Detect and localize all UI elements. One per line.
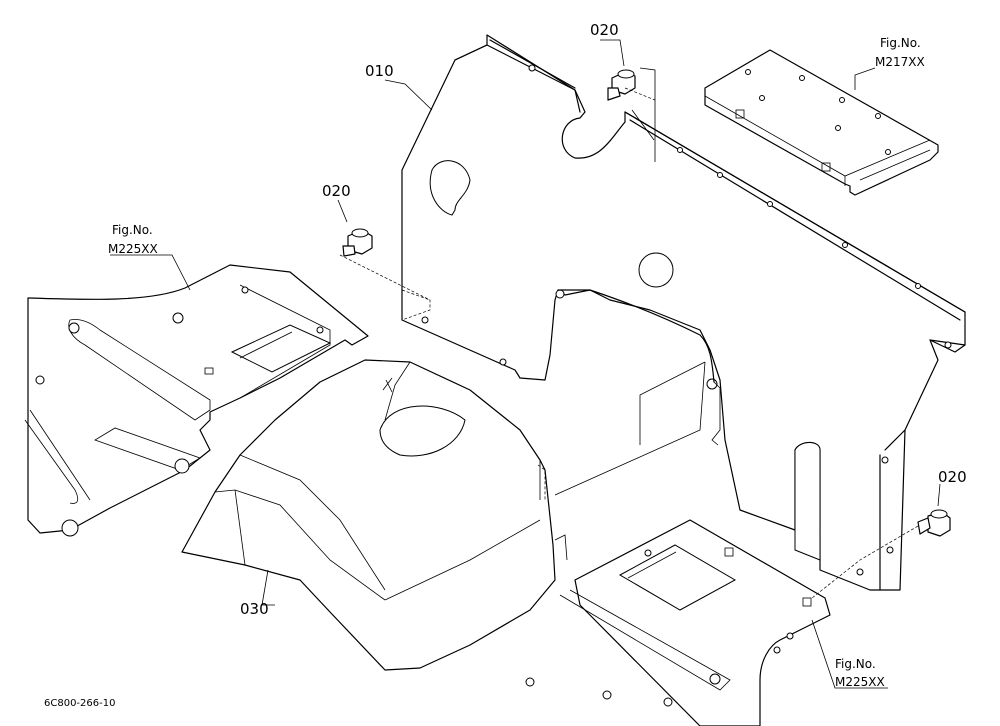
panel-010 (401, 34, 966, 591)
top-right-bracket (704, 49, 939, 196)
leader-lines (110, 39, 941, 689)
part-label-010: 010 (365, 62, 394, 80)
part-label-030: 030 (240, 600, 269, 618)
assembly-lines (339, 67, 919, 599)
part-label-020-left: 020 (322, 182, 351, 200)
left-floor-plate (24, 264, 369, 537)
fig-ref-left-label: Fig.No. (112, 223, 153, 237)
bolt-020-left (342, 228, 373, 257)
fig-ref-top-right-label: Fig.No. (880, 36, 921, 50)
cover-030 (181, 359, 568, 671)
part-label-020-right: 020 (938, 468, 967, 486)
fig-ref-top-right-number: M217XX (875, 55, 925, 69)
bolt-020-right (917, 509, 951, 537)
fig-ref-bottom-right-label: Fig.No. (835, 657, 876, 671)
fig-ref-left-number: M225XX (108, 242, 158, 256)
part-label-020-top: 020 (590, 21, 619, 39)
fig-ref-bottom-right-number: M225XX (835, 675, 885, 689)
drawing-code: 6C800-266-10 (44, 698, 115, 709)
bolt-020-top (607, 69, 636, 101)
bottom-right-floor-plate (525, 519, 831, 726)
